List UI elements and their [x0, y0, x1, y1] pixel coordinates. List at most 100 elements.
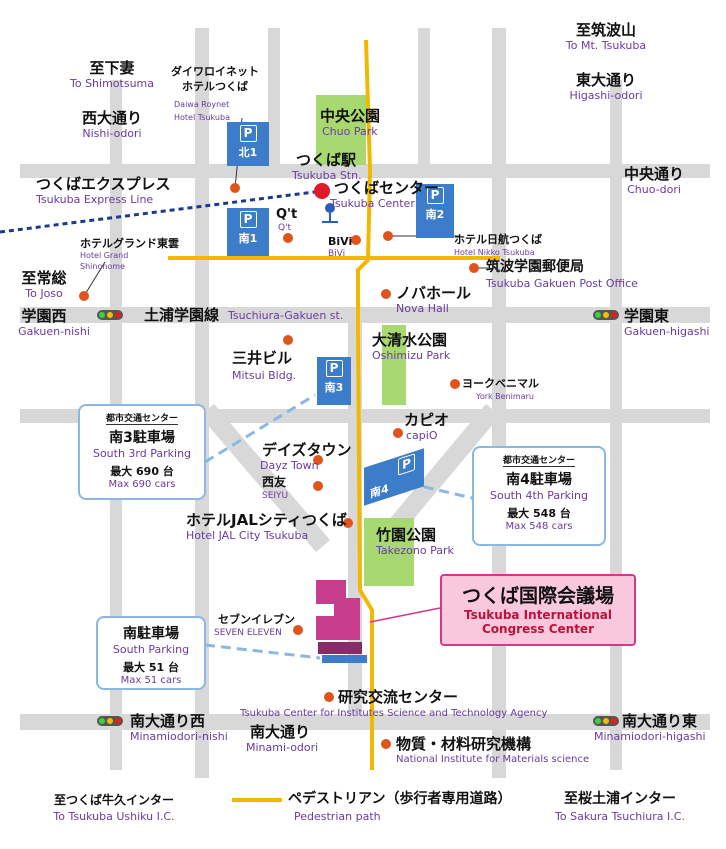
poi-dot-capio — [393, 428, 403, 438]
road-north-east — [418, 28, 430, 168]
parking-label: 北1 — [238, 146, 258, 159]
nova-hall-label-en: Nova Hall — [396, 302, 449, 315]
pedestrian-path — [168, 39, 500, 770]
seven-eleven-label: セブンイレブン — [218, 613, 295, 626]
venue-callout: つくば国際会議場 Tsukuba International Congress … — [440, 574, 636, 646]
traffic-signal-icon — [97, 716, 123, 726]
road-minami-odori — [20, 714, 710, 730]
minami-higashi-label-en: Minamiodori-higashi — [594, 730, 706, 743]
poi-dot-hotel-grand — [79, 291, 89, 301]
post-office-label-en: Tsukuba Gakuen Post Office — [486, 277, 638, 290]
callout-lines — [204, 393, 473, 660]
dayz-label-en: Dayz Town — [260, 459, 319, 472]
bus-stop-icon — [325, 203, 335, 213]
capio-label-en: capiO — [406, 429, 438, 442]
hotel-grand-label-en-2: Shinonome — [80, 262, 126, 271]
bivi-label: BiVi — [328, 235, 353, 248]
seiyu-label-en: SEIYU — [262, 491, 289, 501]
oshimizu-park-area — [382, 325, 406, 405]
nims-label: 物質・材料研究機構 — [396, 735, 532, 753]
capio-label: カピオ — [404, 411, 450, 429]
tsukuba-station-label: つくば駅 — [296, 151, 357, 169]
tsukuba-center-label: つくばセンター — [334, 179, 440, 197]
parking-label: 南2 — [425, 208, 445, 221]
jal-city-label-en: Hotel JAL City Tsukuba — [186, 529, 309, 542]
daiwa-label-1: ダイワロイネット — [171, 65, 259, 78]
tsuchiura-gakuen-label-en: Tsuchiura-Gakuen st. — [228, 309, 344, 322]
legend-pedestrian-label: ペデストリアン（歩行者専用道路） — [288, 791, 512, 807]
parking-south1: P 南1 — [227, 208, 269, 256]
legend-pedestrian-label-en: Pedestrian path — [294, 810, 381, 823]
to-mt-tsukuba-label: 至筑波山 — [575, 21, 637, 39]
infobox-header: 都市交通センター — [502, 453, 575, 467]
parking-label: 南1 — [238, 232, 258, 245]
york-label-en: York Benimaru — [476, 392, 534, 401]
york-label: ヨークベニマル — [462, 377, 539, 390]
parking-icon: P — [426, 187, 444, 204]
to-mt-tsukuba-label-en: To Mt. Tsukuba — [565, 39, 647, 52]
road-diagonal-west — [200, 404, 330, 552]
exchange-center-label: 研究交流センター — [338, 688, 459, 706]
oshimizu-park-label: 大清水公園 — [372, 331, 448, 349]
to-sakura-label-en: To Sakura Tsuchiura I.C. — [555, 810, 685, 823]
mitsui-label-en: Mitsui Bldg. — [232, 369, 297, 382]
poi-dot-mitsui — [283, 335, 293, 345]
daiwa-label-en-1: Daiwa Roynet — [174, 100, 230, 109]
chuo-dori-label-en: Chuo-dori — [627, 183, 681, 196]
qt-label: Q't — [276, 207, 298, 222]
jal-city-label: ホテルJALシティつくば — [186, 511, 347, 529]
post-office-label: 筑波学園郵便局 — [486, 259, 584, 275]
to-sakura-label: 至桜土浦インター — [564, 791, 676, 807]
gakuen-nishi-label: 学園西 — [21, 307, 67, 325]
infobox-capacity: 最大 51 台 — [123, 661, 179, 674]
road-north-west — [268, 28, 280, 168]
traffic-signal-icon — [593, 716, 619, 726]
tsukuba-express-line — [0, 189, 323, 234]
poi-dot-seven — [293, 625, 303, 635]
to-joso-label: 至常総 — [21, 269, 67, 287]
hotel-grand-label-en-1: Hotel Grand — [80, 251, 129, 260]
parking-icon: P — [325, 360, 343, 377]
poi-dot-hotel-nikko — [383, 231, 393, 241]
nishi-odori-label: 西大通り — [81, 109, 143, 127]
minami-nishi-label-en: Minamiodori-nishi — [130, 730, 228, 743]
takezono-park-label: 竹園公園 — [376, 526, 437, 544]
daiwa-label-en-2: Hotel Tsukuba — [174, 113, 230, 122]
poi-dot-post-office — [469, 263, 479, 273]
nova-hall-label: ノバホール — [396, 284, 472, 302]
infobox-title: 南4駐車場 — [506, 472, 572, 488]
poi-dot-nova-hall — [381, 289, 391, 299]
to-ushiku-label: 至つくば牛久インター — [53, 793, 175, 807]
road-diagonal-east — [372, 404, 500, 552]
venue-building — [316, 580, 367, 663]
infobox-header: 都市交通センター — [105, 411, 178, 425]
infobox-capacity: 最大 548 台 — [507, 507, 571, 520]
venue-name-en-1: Tsukuba International — [464, 608, 612, 622]
poi-dot-nims — [381, 739, 391, 749]
hotel-grand-label: ホテルグランド東雲 — [80, 237, 179, 250]
traffic-signal-icon — [593, 310, 619, 320]
parking-icon: P — [398, 453, 415, 476]
higashi-odori-label-en: Higashi-odori — [569, 89, 643, 102]
oshimizu-park-label-en: Oshimizu Park — [372, 349, 451, 362]
hotel-nikko-label: ホテル日航つくば — [454, 233, 542, 246]
exchange-center-label-en: Tsukuba Center for Institutes Science an… — [240, 708, 548, 719]
venue-name: つくば国際会議場 — [461, 585, 614, 607]
parking-label: 南3 — [324, 381, 344, 394]
road-tsuchiura-gakuen — [20, 307, 710, 323]
parking-icon: P — [239, 211, 257, 228]
tsukuba-station-label-en: Tsukuba Stn. — [292, 169, 362, 182]
parking-south3: P 南3 — [317, 357, 351, 405]
daiwa-label-2: ホテルつくば — [182, 80, 248, 93]
minami-odori-label-en: Minami-odori — [246, 741, 319, 754]
infobox-title-en: South 4th Parking — [489, 489, 589, 502]
seven-eleven-label-en: SEVEN ELEVEN — [214, 628, 282, 638]
parking-north1: P 北1 — [227, 122, 269, 166]
gakuen-nishi-label-en: Gakuen-nishi — [18, 325, 90, 338]
higashi-odori-label: 東大通り — [575, 71, 637, 89]
hotel-nikko-label-en: Hotel Nikko Tsukuba — [454, 248, 535, 257]
poi-dot-dayz — [313, 455, 323, 465]
poi-dot-bivi — [351, 235, 361, 245]
gakuen-higashi-label: 学園東 — [624, 307, 670, 325]
